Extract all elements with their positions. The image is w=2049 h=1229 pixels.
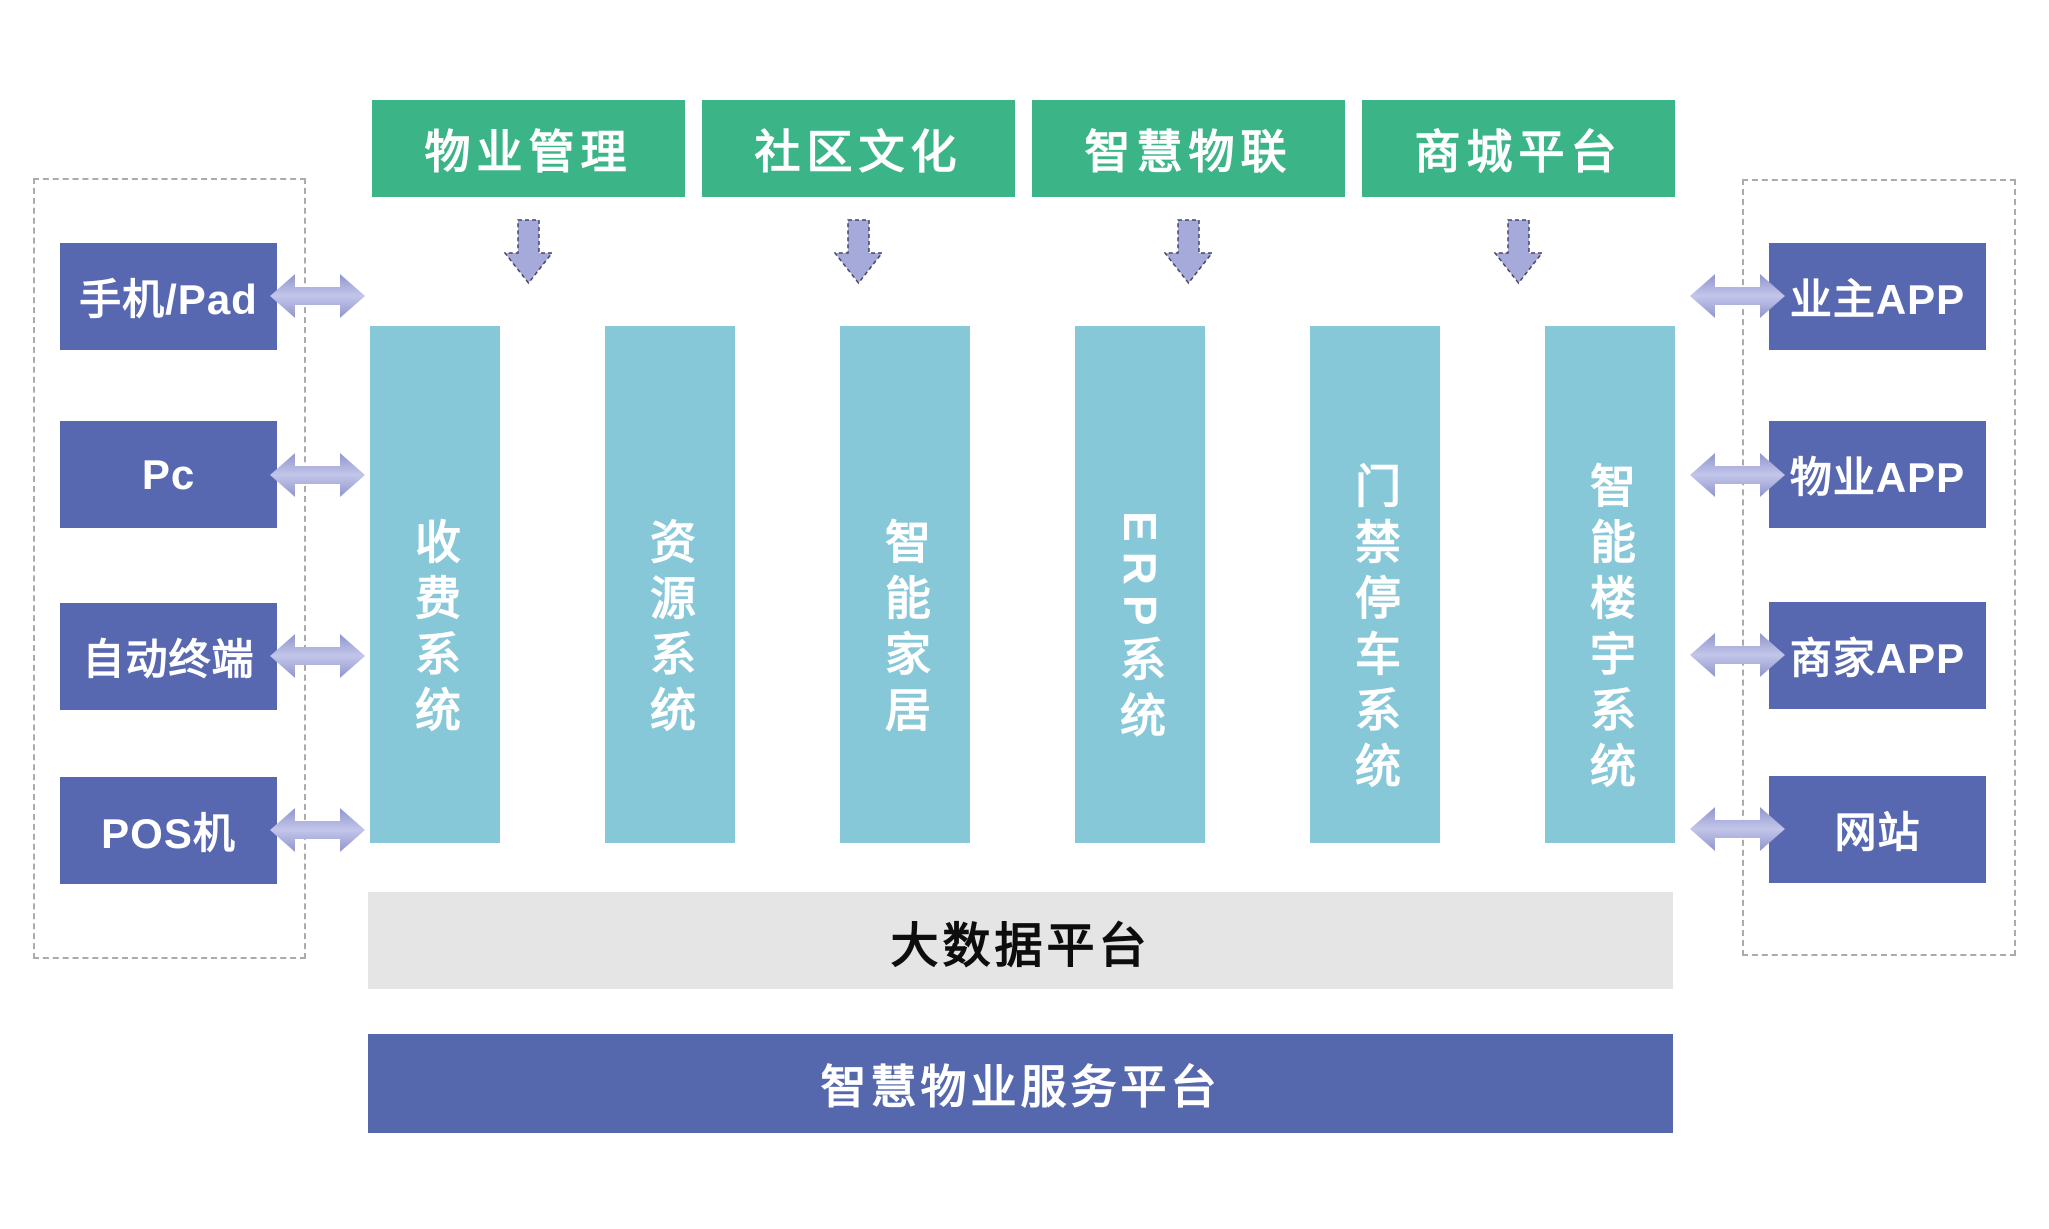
system-label: 门禁停车系统: [1349, 461, 1401, 798]
app-label: 网站: [1834, 809, 1921, 856]
system-label: ERP系统: [1114, 511, 1166, 748]
device-box-auto-terminal: 自动终端: [60, 603, 277, 710]
device-label: POS机: [101, 810, 236, 857]
system-label: 资源系统: [644, 517, 696, 742]
bidirectional-arrow-icon: [1690, 633, 1785, 677]
bidirectional-arrow-icon: [270, 274, 365, 318]
system-column-billing: 收费系统: [370, 326, 500, 843]
down-arrow-icon: [1164, 219, 1213, 285]
device-box-pc: Pc: [60, 421, 277, 528]
left-terminals-group: [33, 178, 306, 959]
app-box-owner-app: 业主APP: [1769, 243, 1986, 350]
system-column-smart-building: 智能楼宇系统: [1545, 326, 1675, 843]
down-arrow-icon: [834, 219, 883, 285]
bidirectional-arrow-icon: [270, 634, 365, 678]
device-label: Pc: [141, 450, 196, 498]
bidirectional-arrow-icon: [1690, 453, 1785, 497]
system-label: 智能楼宇系统: [1584, 461, 1636, 798]
right-apps-group: [1742, 179, 2016, 956]
module-box-community-culture: 社区文化: [702, 100, 1015, 197]
system-column-smart-home: 智能家居: [840, 326, 970, 843]
system-label: 收费系统: [409, 517, 461, 742]
bidirectional-arrow-icon: [270, 453, 365, 497]
device-box-mobile-pad: 手机/Pad: [60, 243, 277, 350]
big-data-platform-label: 大数据平台: [890, 919, 1151, 973]
device-label: 手机/Pad: [79, 276, 258, 323]
module-label: 社区文化: [754, 125, 963, 178]
app-label: 业主APP: [1789, 276, 1966, 323]
app-box-website: 网站: [1769, 776, 1986, 883]
device-label: 自动终端: [82, 636, 255, 683]
system-column-resource: 资源系统: [605, 326, 735, 843]
big-data-platform-bar: 大数据平台: [368, 892, 1673, 989]
module-box-property-management: 物业管理: [372, 100, 685, 197]
module-label: 物业管理: [424, 125, 633, 178]
system-label: 智能家居: [879, 517, 931, 742]
module-label: 智慧物联: [1084, 125, 1293, 178]
app-box-property-app: 物业APP: [1769, 421, 1986, 528]
down-arrow-icon: [504, 219, 553, 285]
module-box-smart-iot: 智慧物联: [1032, 100, 1345, 197]
bidirectional-arrow-icon: [1690, 807, 1785, 851]
app-label: 物业APP: [1789, 454, 1966, 501]
device-box-pos: POS机: [60, 777, 277, 884]
service-platform-bar: 智慧物业服务平台: [368, 1034, 1673, 1133]
system-column-erp: ERP系统: [1075, 326, 1205, 843]
service-platform-label: 智慧物业服务平台: [820, 1060, 1221, 1113]
down-arrow-icon: [1494, 219, 1543, 285]
module-box-mall-platform: 商城平台: [1362, 100, 1675, 197]
system-column-access-parking: 门禁停车系统: [1310, 326, 1440, 843]
module-label: 商城平台: [1414, 125, 1623, 178]
app-box-merchant-app: 商家APP: [1769, 602, 1986, 709]
bidirectional-arrow-icon: [1690, 274, 1785, 318]
bidirectional-arrow-icon: [270, 808, 365, 852]
app-label: 商家APP: [1789, 635, 1966, 682]
